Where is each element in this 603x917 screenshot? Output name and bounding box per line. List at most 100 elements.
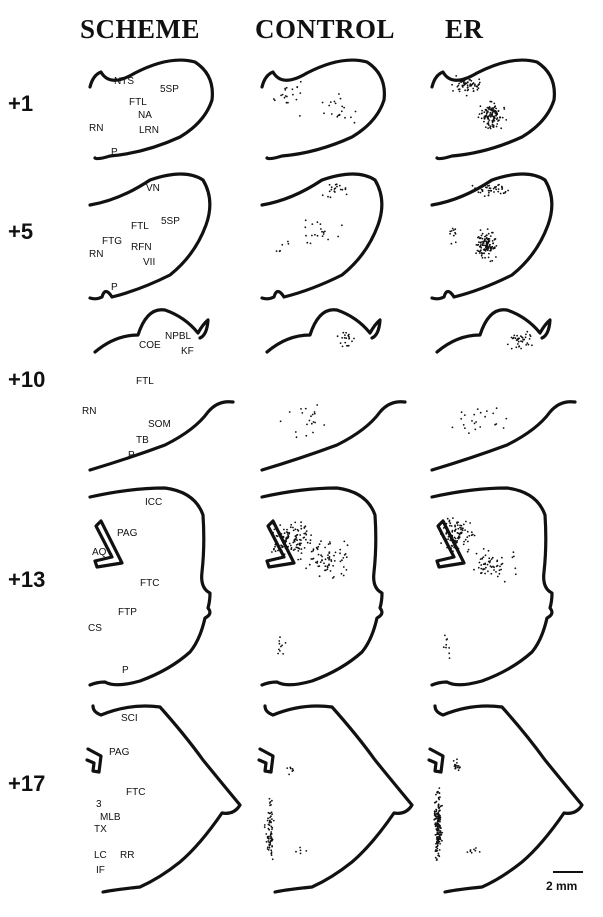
er-cell-dot (472, 190, 475, 193)
control-cell-dot (286, 767, 289, 769)
er-cell-dot (486, 245, 489, 248)
control-cell-dot (290, 547, 293, 549)
er-cell-dot (449, 232, 451, 235)
control-cell-dot (270, 831, 273, 833)
control-cell-dot (306, 241, 309, 244)
label-sci: SCI (121, 713, 138, 724)
control-cell-dot (269, 842, 272, 844)
control-cell-dot (341, 345, 344, 348)
er-cell-dot (438, 807, 440, 810)
control-cell-dot (316, 548, 319, 551)
er-cell-dot (466, 550, 469, 553)
control-cell-dot (323, 562, 325, 565)
er-cell-dot (477, 191, 480, 194)
er-cell-dot (466, 84, 469, 87)
control-cell-dot (298, 543, 301, 546)
label-ftc: FTC (126, 787, 145, 798)
control-cell-dot (271, 828, 273, 831)
er-cell-dot (486, 228, 489, 231)
er-cell-dot (437, 803, 440, 806)
control-cell-dot (292, 93, 294, 96)
er-cell-dot (436, 791, 439, 794)
er-cell-dot (483, 184, 485, 187)
control-cell-dot (310, 422, 313, 425)
control-cell-dot (280, 537, 283, 540)
control-cell-dot (270, 852, 273, 855)
control-cell-dot (285, 101, 288, 104)
control-cell-dot (333, 554, 335, 557)
control-cell-dot (271, 858, 274, 861)
er-cell-dot (484, 572, 486, 575)
control-cell-dot (274, 545, 276, 548)
er-cell-dot (481, 557, 483, 560)
er-cell-dot (448, 647, 450, 649)
er-cell-dot (471, 82, 474, 85)
control-cell-dot (327, 554, 329, 556)
er-cell-dot (488, 187, 491, 190)
control-cell-dot (319, 223, 322, 226)
er-cell-dot (438, 834, 441, 836)
er-cell-dot (518, 345, 521, 347)
control-cell-dot (283, 532, 286, 535)
er-cell-dot (488, 561, 491, 564)
er-cell-dot (446, 517, 449, 520)
er-cell-dot (517, 340, 520, 343)
control-cell-dot (328, 552, 331, 554)
label-tb: TB (136, 435, 149, 446)
label-mlb: MLB (100, 812, 121, 823)
er-cell-dot (449, 522, 452, 525)
control-cell-dot (271, 818, 273, 820)
control-cell-dot (316, 562, 319, 564)
er-cell-dot (464, 529, 466, 531)
label-ftg: FTG (102, 236, 122, 247)
er-cell-dot (490, 189, 493, 192)
er-cell-dot (435, 859, 438, 861)
er-cell-dot (483, 195, 486, 198)
control-cell-dot (329, 541, 331, 543)
er-cell-dot (483, 240, 486, 242)
control-cell-dot (334, 551, 337, 554)
label-vii: VII (143, 257, 155, 268)
er-cell-dot (440, 542, 442, 544)
er-cell-dot (437, 817, 439, 820)
er-cell-dot (495, 188, 498, 191)
er-cell-dot (479, 105, 482, 108)
er-cell-dot (484, 108, 487, 111)
control-cell-dot (279, 531, 281, 534)
er-outline-13 (430, 486, 554, 687)
er-cell-dot (525, 333, 527, 336)
er-cell-dot (470, 79, 473, 82)
er-cell-dot (446, 546, 448, 549)
er-cell-dot (491, 231, 494, 234)
er-cell-dot (496, 113, 498, 116)
control-cell-dot (331, 577, 334, 579)
control-cell-dot (267, 817, 269, 820)
er-cell-dot (454, 766, 457, 769)
control-cell-dot (292, 549, 295, 551)
control-cell-dot (338, 114, 341, 116)
er-cell-dot (461, 527, 464, 530)
er-cell-dot (495, 423, 498, 425)
er-outline-10-dorsal (435, 308, 552, 354)
er-cell-dot (433, 810, 436, 813)
er-cell-dot (483, 252, 486, 255)
er-cell-dot (473, 413, 476, 416)
er-cell-dot (473, 568, 475, 571)
control-cell-dot (329, 570, 332, 572)
er-cell-dot (479, 237, 482, 239)
control-cell-dot (308, 419, 311, 422)
er-cell-dot (497, 110, 500, 112)
control-cell-dot (334, 183, 337, 186)
control-cell-dot (272, 531, 274, 534)
label-pag: PAG (109, 747, 130, 758)
control-cell-dot (270, 851, 273, 854)
er-cell-dot (443, 526, 446, 528)
scheme-outline-10-ventral (88, 400, 235, 472)
scheme-column-header: SCHEME (80, 14, 201, 44)
er-cell-dot (441, 804, 443, 807)
label-p: P (122, 665, 129, 676)
control-cell-dot (330, 186, 333, 189)
er-cell-dot (442, 646, 445, 649)
control-cell-dot (350, 116, 352, 119)
er-cell-dot (474, 428, 477, 431)
